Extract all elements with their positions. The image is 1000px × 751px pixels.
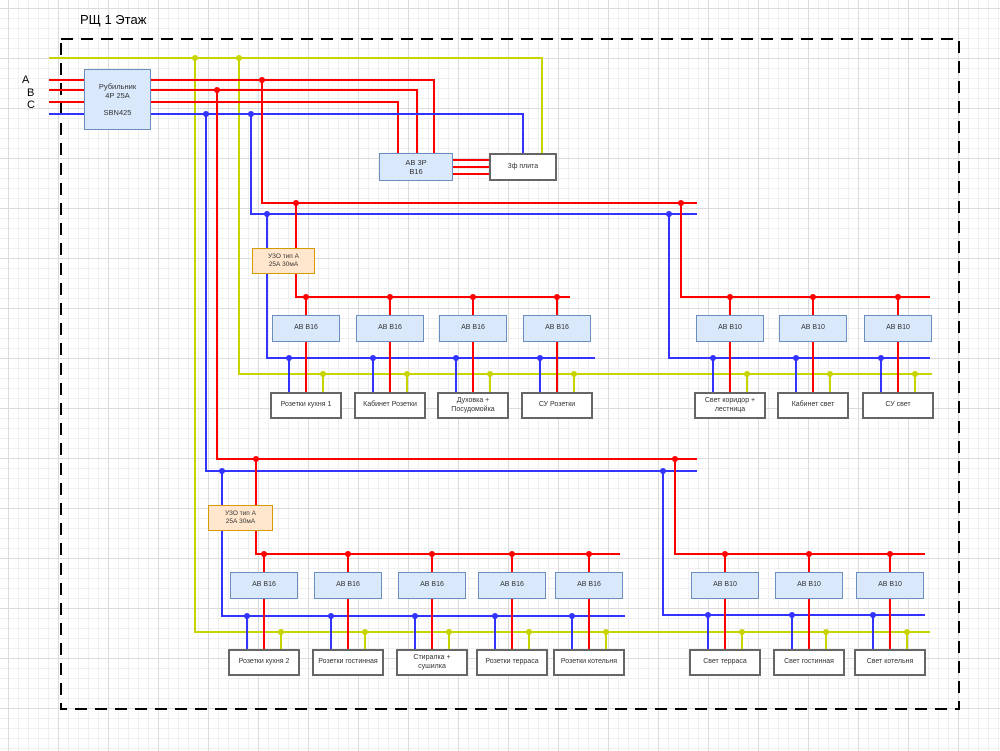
wire-phase-a-branch: [261, 80, 697, 204]
wire-neutral-branch-1: [250, 114, 697, 215]
junction-dot: [264, 211, 270, 217]
load-box[interactable]: Свет коридор + лестница: [694, 392, 766, 419]
rcd1-rating: 25А 30мА: [268, 261, 299, 268]
breaker-box[interactable]: АВ В10: [864, 315, 932, 342]
junction-dot: [236, 55, 242, 61]
load-box[interactable]: Розетки гостинная: [312, 649, 384, 676]
rcd2-node[interactable]: УЗО тип А 25А 30мА: [208, 505, 273, 531]
breaker-box[interactable]: АВ В10: [696, 315, 764, 342]
load-box[interactable]: Стиралка + сушилка: [396, 649, 468, 676]
main-switch-model: SBN425: [103, 107, 132, 117]
breaker-box[interactable]: АВ В16: [478, 572, 546, 599]
stove-breaker-rating: В16: [409, 167, 423, 176]
wire-phase-a: [49, 79, 435, 153]
load-box[interactable]: Свет терраса: [689, 649, 761, 676]
panel-boundary: [60, 38, 960, 710]
wire-earth-riser-2: [194, 58, 930, 633]
junction-dot: [660, 468, 666, 474]
phase-label-b: В: [27, 87, 35, 99]
breaker-box[interactable]: АВ В10: [691, 572, 759, 599]
breaker-box[interactable]: АВ В16: [398, 572, 466, 599]
wire-lights1-neutral-bus: [668, 214, 930, 359]
load-box[interactable]: Кабинет свет: [777, 392, 849, 419]
junction-dot: [214, 87, 220, 93]
stove-breaker-node[interactable]: АВ 3Р В16: [379, 153, 453, 181]
rcd1-node[interactable]: УЗО тип А 25А 30мА: [252, 248, 315, 274]
phase-label-a: А: [22, 74, 30, 86]
load-box[interactable]: Свет гостинная: [773, 649, 845, 676]
wire-phase-b: [49, 89, 418, 153]
wire-rcd1-phase-bus: [295, 203, 570, 298]
phase-label-c: С: [27, 99, 35, 111]
load-box[interactable]: Духовка + Посудомойка: [437, 392, 509, 419]
load-box[interactable]: СУ свет: [862, 392, 934, 419]
breaker-box[interactable]: АВ В10: [775, 572, 843, 599]
junction-dot: [678, 200, 684, 206]
load-box[interactable]: Розетки кухня 2: [228, 649, 300, 676]
breaker-box[interactable]: АВ В10: [779, 315, 847, 342]
wire-earth-main: [49, 57, 543, 153]
wire-neutral-branch-2: [205, 114, 697, 472]
main-switch-name: Рубильник: [98, 81, 137, 91]
stove-load-node[interactable]: 3ф плита: [489, 153, 557, 181]
rcd2-type: УЗО тип А: [225, 509, 256, 517]
breaker-box[interactable]: АВ В16: [314, 572, 382, 599]
load-box[interactable]: Розетки котельня: [553, 649, 625, 676]
wire-earth-riser-1: [238, 58, 932, 375]
breaker-box[interactable]: АВ В16: [230, 572, 298, 599]
junction-dot: [259, 77, 265, 83]
junction-dot: [248, 111, 254, 117]
main-switch-node[interactable]: Рубильник 4Р 25А SBN425: [84, 69, 151, 130]
breaker-box[interactable]: АВ В16: [523, 315, 591, 342]
load-box[interactable]: Свет котельня: [854, 649, 926, 676]
load-box[interactable]: Розетки кухня 1: [270, 392, 342, 419]
wire-rcd2-phase-bus: [255, 459, 620, 555]
junction-dot: [666, 211, 672, 217]
breaker-box[interactable]: АВ В16: [356, 315, 424, 342]
breaker-box[interactable]: АВ В10: [856, 572, 924, 599]
main-switch-rating: 4Р 25А: [105, 91, 130, 101]
wire-phase-c: [49, 101, 399, 153]
junction-dot: [219, 468, 225, 474]
rcd2-rating: 25А 30мА: [225, 518, 256, 525]
junction-dot: [192, 55, 198, 61]
wire-lights2-phase-bus: [674, 459, 925, 555]
rcd1-type: УЗО тип А: [268, 252, 299, 260]
junction-dot: [672, 456, 678, 462]
wire-lights2-neutral-bus: [662, 471, 925, 616]
breaker-box[interactable]: АВ В16: [272, 315, 340, 342]
stove-breaker-name: АВ 3Р: [405, 157, 427, 167]
load-box[interactable]: Кабинет Розетки: [354, 392, 426, 419]
page-title: РЩ 1 Этаж: [80, 12, 147, 27]
wire-phase-b-branch: [216, 90, 697, 460]
load-box[interactable]: СУ Розетки: [521, 392, 593, 419]
junction-dot: [293, 200, 299, 206]
breaker-box[interactable]: АВ В16: [555, 572, 623, 599]
junction-dot: [253, 456, 259, 462]
wire-lights1-phase-bus: [680, 203, 930, 298]
stove-load-label: 3ф плита: [507, 162, 539, 170]
load-box[interactable]: Розетки терраса: [476, 649, 548, 676]
breaker-box[interactable]: АВ В16: [439, 315, 507, 342]
junction-dot: [203, 111, 209, 117]
